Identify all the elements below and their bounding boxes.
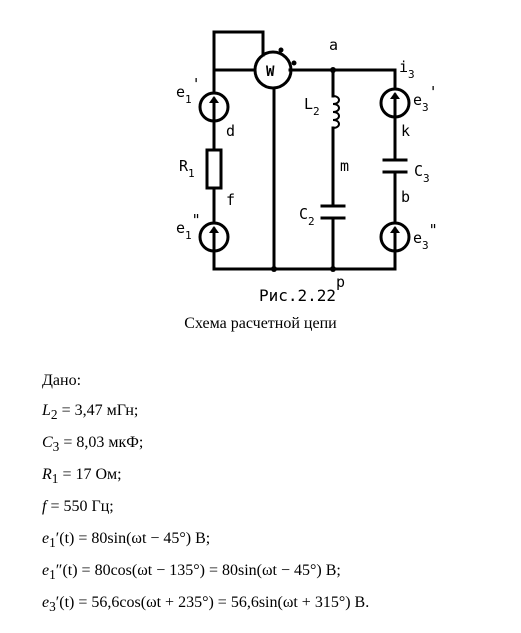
resistor-r1	[205, 148, 223, 190]
label-node-p: p	[336, 273, 345, 291]
label-r1: R1	[179, 157, 195, 180]
circuit-diagram: W a d f m k b p e1' e1" R1 L2 C2 C3 i3 e…	[176, 30, 438, 291]
label-node-a: a	[329, 36, 338, 54]
given-e1-prime: e1′(t) = 80sin(ωt − 45°) В;	[42, 530, 211, 551]
source-e3-prime	[379, 87, 411, 119]
given-r1: R1 = 17 Ом;	[42, 466, 122, 487]
node-a	[330, 67, 336, 73]
label-i3: i3	[399, 58, 415, 81]
node-bottom-left	[271, 266, 277, 272]
figure-caption: Схема расчетной цепи	[184, 315, 337, 332]
label-e1-double-prime: e1"	[176, 211, 201, 242]
label-c2: C2	[299, 205, 315, 228]
given-c3: C3 = 8,03 мкФ;	[42, 434, 144, 455]
inductor-l2	[332, 95, 340, 129]
source-e1-double-prime	[198, 221, 230, 253]
wattmeter-label: W	[266, 64, 275, 80]
label-l2: L2	[304, 95, 320, 118]
figure-number: Рис.2.22	[259, 286, 337, 305]
capacitor-c3	[382, 158, 408, 174]
label-e1-prime: e1'	[176, 75, 201, 106]
source-e1-prime	[198, 91, 230, 123]
wattmeter: W	[253, 47, 297, 90]
label-e3-double-prime: e3"	[413, 221, 438, 252]
wire-top-right	[288, 68, 397, 90]
node-p	[330, 266, 336, 272]
label-node-m: m	[340, 157, 349, 175]
label-node-d: d	[226, 122, 235, 140]
label-c3: C3	[414, 162, 430, 185]
given-f: f = 550 Гц;	[42, 498, 114, 515]
label-node-b: b	[401, 188, 410, 206]
label-node-k: k	[401, 122, 410, 140]
given-l2: L2 = 3,47 мГн;	[42, 402, 139, 423]
source-e3-double-prime	[379, 221, 411, 253]
label-node-f: f	[226, 191, 235, 209]
given-e1-double-prime: e1″(t) = 80cos(ωt − 135°) = 80sin(ωt − 4…	[42, 562, 341, 583]
capacitor-c2	[320, 204, 346, 220]
given-title: Дано:	[42, 372, 82, 389]
label-e3-prime: e3'	[413, 83, 438, 114]
wire-top-left-loop	[212, 30, 265, 57]
given-e3-prime: e3′(t) = 56,6cos(ωt + 235°) = 56,6sin(ωt…	[42, 594, 370, 615]
